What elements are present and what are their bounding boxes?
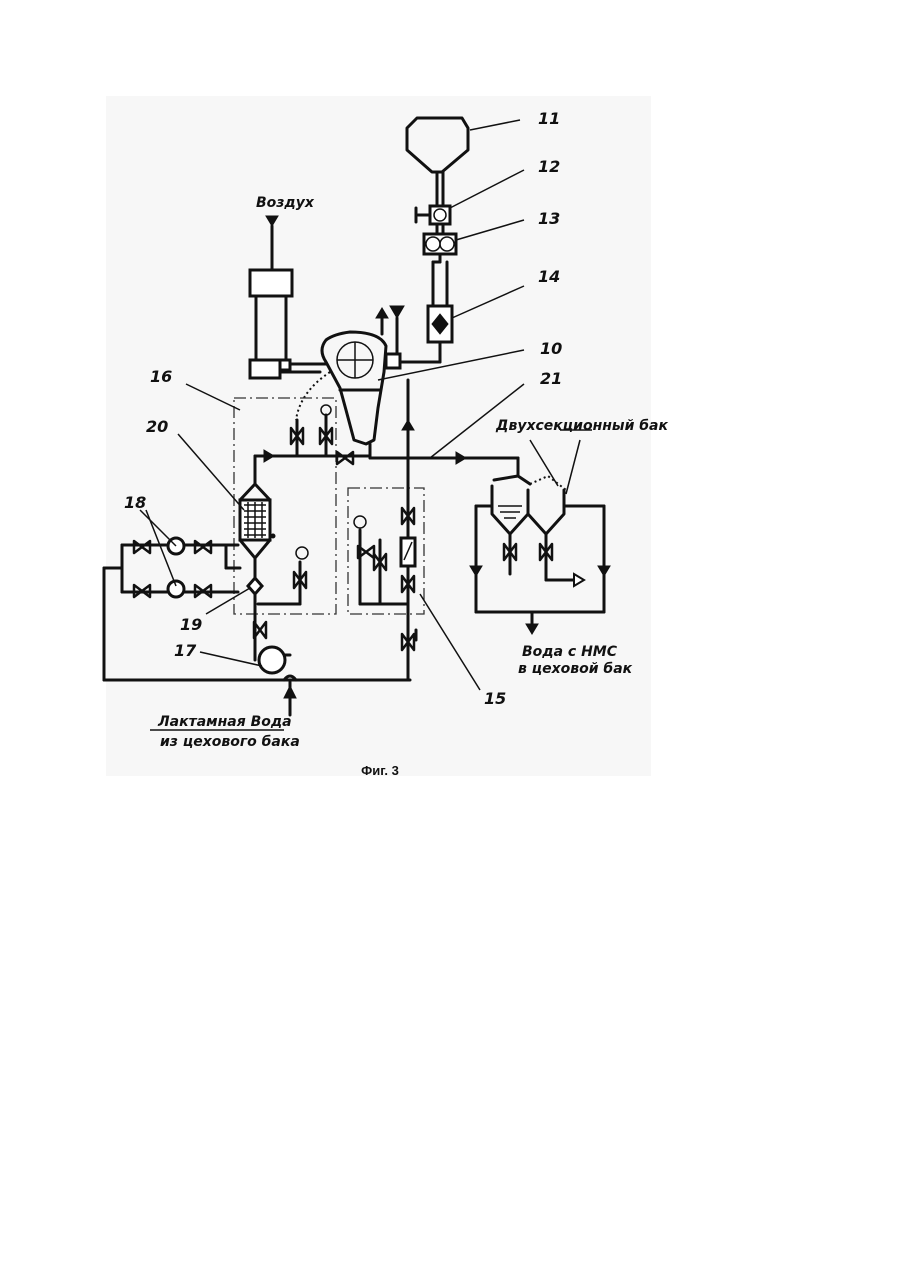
lactam-water-label-2: из цехового бака (160, 734, 300, 750)
lactam-water-label-1: Лактамная Вода (157, 714, 292, 730)
two-section-tank (430, 452, 610, 634)
rollers-13 (424, 234, 456, 306)
figure-caption: Фиг. 3 (0, 763, 760, 778)
granulator-10 (296, 306, 430, 458)
water-out-label-1: Вода с НМС (522, 644, 618, 660)
callout-17: 17 (174, 641, 197, 660)
hopper-11 (407, 118, 468, 206)
flowmeter-15 (354, 380, 416, 680)
filter-14 (400, 306, 452, 362)
water-out-label-2: в цеховой бак (518, 661, 633, 677)
feeder-12 (416, 206, 450, 234)
callout-15: 15 (484, 689, 506, 708)
callout-11: 11 (538, 109, 560, 128)
pipework-16 (240, 405, 370, 660)
callout-14: 14 (538, 267, 560, 286)
callout-13: 13 (538, 209, 560, 228)
callout-20: 20 (146, 417, 168, 436)
callout-21: 21 (540, 369, 562, 388)
bypass-18 (104, 538, 410, 680)
callout-16: 16 (150, 367, 172, 386)
callout-10: 10 (540, 339, 562, 358)
air-label: Воздух (256, 195, 315, 211)
air-cylinder (250, 216, 326, 378)
two-section-tank-label: Двухсекционный бак (495, 418, 668, 434)
callout-19: 19 (180, 615, 202, 634)
callout-12: 12 (538, 157, 560, 176)
callout-18: 18 (124, 493, 146, 512)
